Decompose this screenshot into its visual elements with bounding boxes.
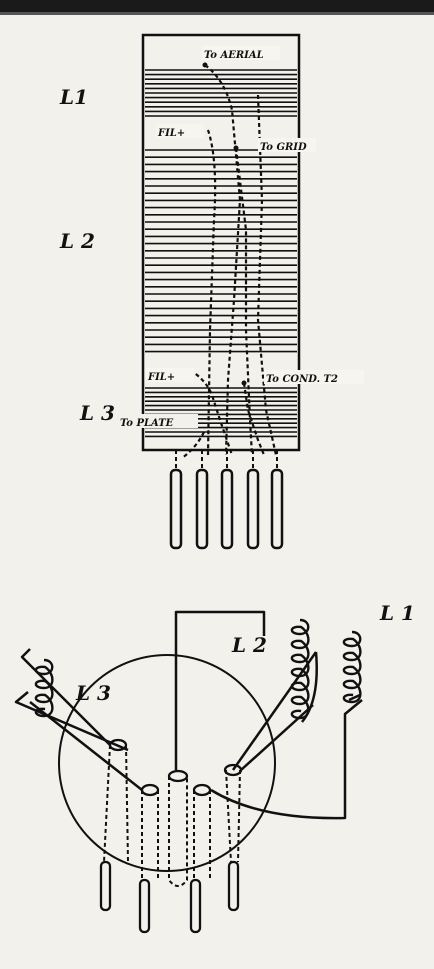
l3-windings	[145, 387, 297, 438]
coil-form-body	[141, 33, 301, 452]
cond-lead	[242, 382, 266, 456]
l2-windings	[145, 149, 297, 353]
label-to-cond: To COND. T2	[266, 374, 338, 385]
label-to-grid: To GRID	[260, 142, 307, 153]
top-edge-fade	[0, 12, 434, 15]
label-l2-bottom: L 2	[231, 633, 267, 657]
grid-tap-dot	[233, 145, 239, 151]
coil-l1-spiral	[342, 630, 362, 704]
pin-3	[220, 468, 234, 550]
pin-5	[270, 468, 284, 550]
coil-pins	[169, 468, 284, 550]
top-edge-bar	[0, 0, 434, 12]
internal-wiring	[181, 64, 278, 459]
label-to-plate: To PLATE	[120, 418, 174, 429]
coil-l3-spiral	[34, 658, 54, 718]
coil-l2-spiral	[290, 618, 310, 720]
coil-l3	[34, 658, 54, 718]
grid-lead	[234, 147, 254, 456]
fil-plus-bottom-lead	[189, 369, 234, 456]
socket-view: L 1 L 2 L 3	[14, 601, 415, 934]
label-l1-bottom: L 1	[379, 601, 415, 625]
label-l3-top: L 3	[79, 401, 115, 425]
label-to-aerial: To AERIAL	[204, 50, 264, 61]
socket-hidden-pins	[103, 744, 241, 887]
socket-legs	[99, 860, 240, 934]
cond-tap-dot	[241, 380, 247, 386]
plate-lead	[181, 431, 205, 459]
aerial-tap-dot	[202, 62, 208, 68]
pin-leads	[175, 450, 278, 470]
aux-lead	[256, 94, 278, 456]
label-fil-plus-top: FIL+	[157, 128, 185, 139]
coil-l1	[342, 630, 362, 704]
fil-plus-top-lead	[206, 129, 217, 456]
socket-wiring	[14, 610, 363, 820]
label-l3-bottom: L 3	[75, 681, 111, 705]
coil-l2	[290, 618, 310, 720]
label-fil-plus-bottom: FIL+	[147, 372, 175, 383]
label-l2-top: L 2	[59, 229, 95, 253]
coil-form: L1 L 2 L 3 To AERIAL FIL+ To GRID FIL+ T…	[59, 33, 364, 550]
label-l1-top: L1	[59, 85, 88, 109]
pin-4	[246, 468, 260, 550]
pin-2	[195, 468, 209, 550]
pin-1	[169, 468, 183, 550]
aerial-lead	[204, 64, 242, 456]
l1-windings	[145, 69, 297, 117]
socket-base-circle	[58, 654, 276, 872]
